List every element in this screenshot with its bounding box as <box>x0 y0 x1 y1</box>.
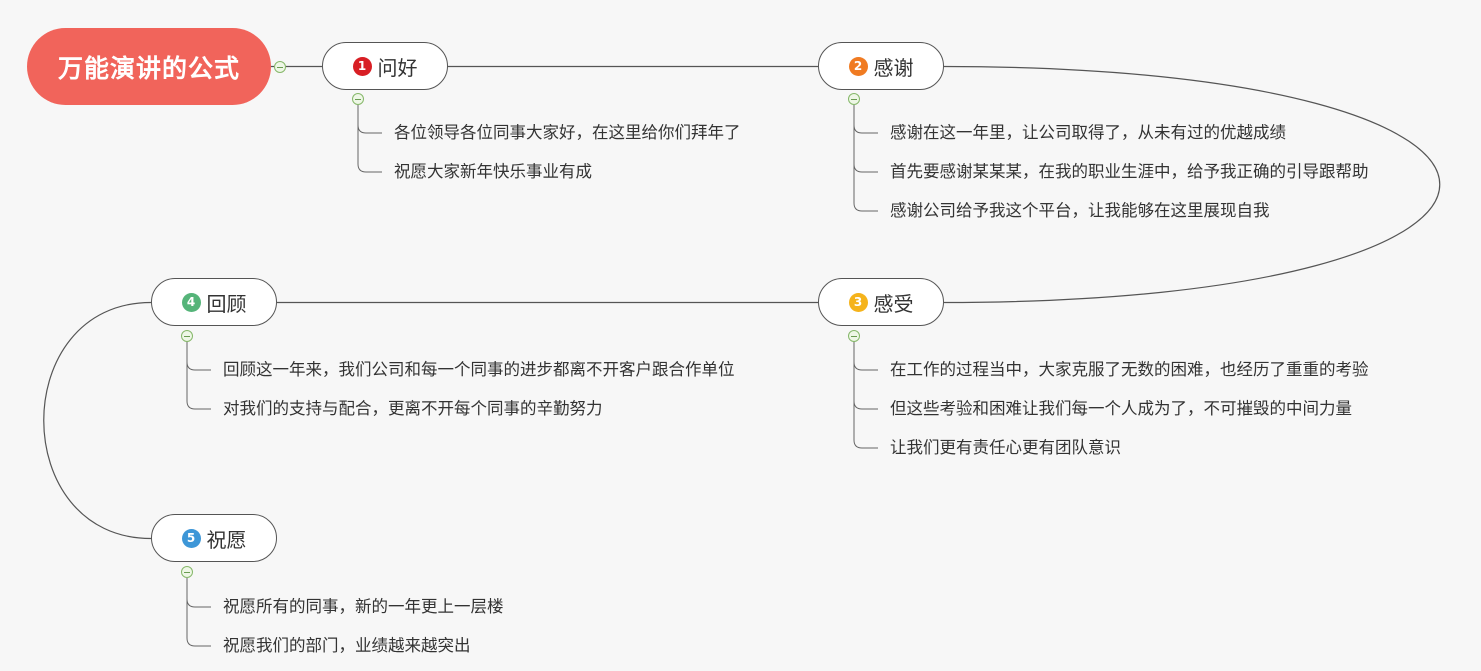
number-2-icon: 2 <box>848 56 868 76</box>
topic-1-title: 问好 <box>377 55 418 80</box>
topic-5[interactable]: 5 祝愿 <box>151 514 277 562</box>
leaf-5-2: 祝愿我们的部门，业绩越来越突出 <box>223 636 471 655</box>
collapse-topic-3-toggle[interactable] <box>848 330 860 342</box>
collapse-topic-4-toggle[interactable] <box>181 330 193 342</box>
topic-5-title: 祝愿 <box>206 527 247 552</box>
number-4-icon: 4 <box>181 292 201 312</box>
leaf-3-3: 让我们更有责任心更有团队意识 <box>890 438 1121 457</box>
topic-3[interactable]: 3 感受 <box>818 278 944 326</box>
leaf-2-3: 感谢公司给予我这个平台，让我能够在这里展现自我 <box>890 201 1270 220</box>
collapse-topic-1-toggle[interactable] <box>352 93 364 105</box>
root-title: 万能演讲的公式 <box>57 53 240 83</box>
leaf-4-2: 对我们的支持与配合，更离不开每个同事的辛勤努力 <box>223 399 603 418</box>
number-3-icon: 3 <box>848 292 868 312</box>
root-topic[interactable]: 万能演讲的公式 <box>27 28 271 105</box>
leaf-5-1: 祝愿所有的同事，新的一年更上一层楼 <box>223 597 504 616</box>
collapse-root-toggle[interactable] <box>274 61 286 73</box>
topic-3-title: 感受 <box>873 291 914 316</box>
leaf-4-1: 回顾这一年来，我们公司和每一个同事的进步都离不开客户跟合作单位 <box>223 360 735 379</box>
topic-4[interactable]: 4 回顾 <box>151 278 277 326</box>
topic-1[interactable]: 1 问好 <box>322 42 448 90</box>
connector-topic2-topic3 <box>943 65 1441 304</box>
leaf-1-2: 祝愿大家新年快乐事业有成 <box>394 162 592 181</box>
leaf-3-1: 在工作的过程当中，大家克服了无数的困难，也经历了重重的考验 <box>890 360 1369 379</box>
leaf-2-1: 感谢在这一年里，让公司取得了，从未有过的优越成绩 <box>890 123 1286 142</box>
topic-2-title: 感谢 <box>873 55 914 80</box>
topic-4-title: 回顾 <box>206 291 247 316</box>
leaf-3-2: 但这些考验和困难让我们每一个人成为了，不可摧毁的中间力量 <box>890 399 1352 418</box>
connector-topic4-topic5 <box>43 301 152 540</box>
collapse-topic-5-toggle[interactable] <box>181 566 193 578</box>
number-1-icon: 1 <box>352 56 372 76</box>
number-5-icon: 5 <box>181 528 201 548</box>
leaf-2-2: 首先要感谢某某某，在我的职业生涯中，给予我正确的引导跟帮助 <box>890 162 1369 181</box>
topic-2[interactable]: 2 感谢 <box>818 42 944 90</box>
collapse-topic-2-toggle[interactable] <box>848 93 860 105</box>
leaf-1-1: 各位领导各位同事大家好，在这里给你们拜年了 <box>394 123 741 142</box>
